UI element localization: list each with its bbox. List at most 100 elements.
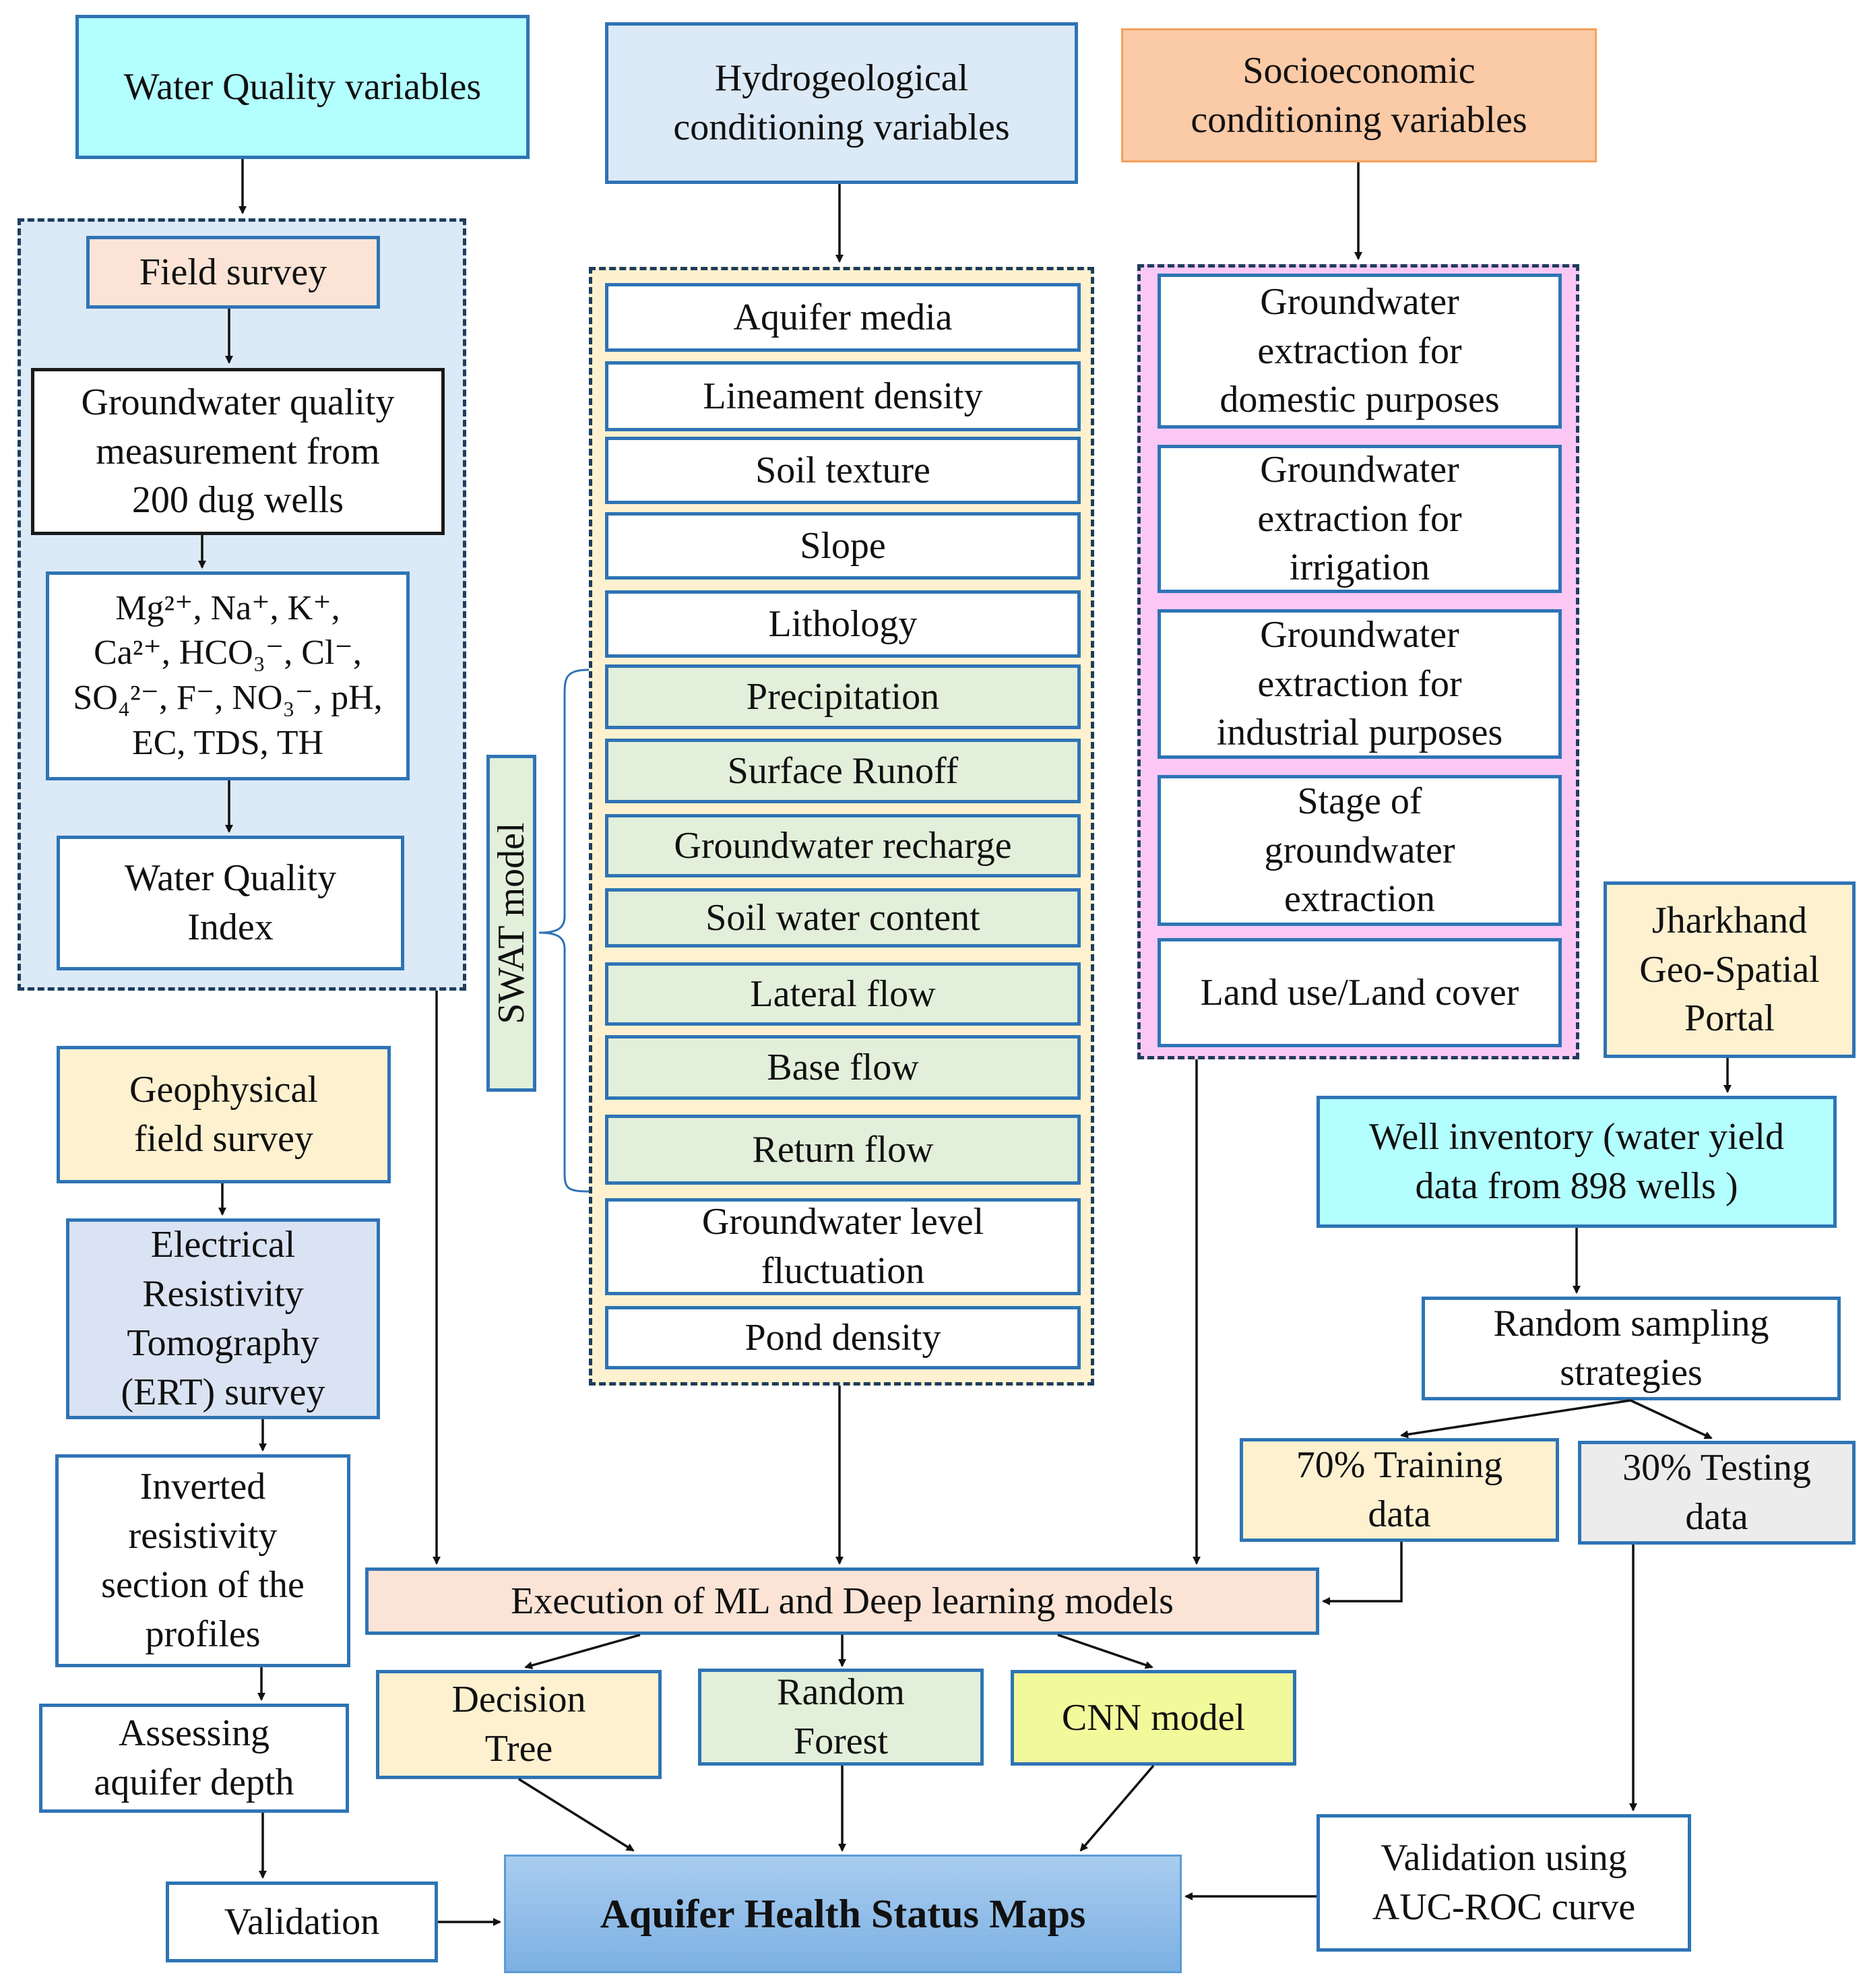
hydro-variable-box: Precipitation (605, 664, 1081, 729)
geophysical-line-2: field survey (134, 1118, 313, 1160)
geophysical-line-1: Geophysical (129, 1069, 318, 1111)
testing-data-box: 30% Testing data (1578, 1441, 1856, 1545)
execution-models-box: Execution of ML and Deep learning models (365, 1567, 1319, 1635)
hydro-variable-box: Lateral flow (605, 962, 1081, 1026)
hydro-variable-label: Lateral flow (750, 972, 936, 1015)
aquifer-depth-line-1: Assessing (118, 1712, 270, 1755)
testing-line-1: 30% Testing (1622, 1447, 1811, 1489)
cnn-text: CNN model (1061, 1696, 1246, 1739)
socio-variable-label: Groundwater (1260, 613, 1459, 656)
measurement-line-1: Groundwater quality (81, 381, 395, 423)
field-survey-box: Field survey (86, 236, 380, 309)
socio-variable-label: industrial purposes (1216, 712, 1503, 754)
socio-variable-box: Land use/Land cover (1158, 938, 1562, 1047)
arrow-cnn-to-maps (1079, 1764, 1155, 1852)
inventory-line-1: Well inventory (water yield (1369, 1116, 1784, 1158)
random-forest-line-2: Forest (794, 1720, 888, 1762)
decision-tree-box: Decision Tree (376, 1670, 662, 1779)
parameters-line-2: Ca²⁺, HCO₃⁻, Cl⁻, (94, 633, 362, 673)
ert-line-1: Electrical (150, 1224, 296, 1266)
wqi-line-2: Index (187, 906, 274, 948)
testing-line-2: data (1685, 1496, 1748, 1538)
hydro-variable-box: Pond density (605, 1306, 1081, 1369)
hydro-variable-label: Base flow (767, 1046, 919, 1088)
hydro-variable-box: Aquifer media (605, 283, 1081, 352)
execution-text: Execution of ML and Deep learning models (511, 1580, 1174, 1622)
validation-box: Validation (166, 1882, 438, 1962)
hydro-variable-label: Lineament density (703, 375, 983, 417)
hydro-variable-label: Aquifer media (733, 296, 953, 338)
hydro-variable-box: Groundwater recharge (605, 814, 1081, 877)
inverted-line-1: Inverted (139, 1466, 266, 1508)
auc-roc-box: Validation using AUC-ROC curve (1317, 1814, 1691, 1952)
inverted-section-box: Inverted resistivity section of the prof… (55, 1454, 350, 1667)
header-water-quality: Water Quality variables (75, 15, 530, 159)
parameters-line-4: EC, TDS, TH (131, 723, 324, 762)
inverted-line-4: profiles (145, 1613, 261, 1655)
socio-variable-label: extraction for (1257, 330, 1462, 372)
measurement-box: Groundwater quality measurement from 200… (31, 368, 445, 535)
header-socio-line-2: conditioning variables (1191, 98, 1527, 141)
socio-variable-box: Groundwater extraction for irrigation (1158, 445, 1562, 593)
random-forest-box: Random Forest (698, 1669, 984, 1766)
hydro-variable-label: Precipitation (746, 675, 940, 718)
hydro-variable-label: Slope (800, 524, 886, 567)
aquifer-depth-box: Assessing aquifer depth (39, 1704, 349, 1813)
socio-variable-label: Groundwater (1260, 448, 1459, 491)
hydro-variable-box: Surface Runoff (605, 739, 1081, 803)
well-inventory-box: Well inventory (water yield data from 89… (1317, 1096, 1837, 1228)
decision-tree-line-1: Decision (451, 1679, 586, 1721)
cnn-model-box: CNN model (1011, 1670, 1296, 1766)
random-sampling-box: Random sampling strategies (1422, 1297, 1841, 1400)
arrow-exec-to-dt (524, 1634, 641, 1670)
swat-brace (538, 669, 590, 1193)
hydro-variable-label: Soil texture (755, 449, 930, 491)
socio-variable-label: Stage of (1297, 780, 1422, 822)
socio-variable-label: groundwater (1264, 829, 1455, 871)
field-survey-text: Field survey (139, 251, 327, 293)
geophysical-survey-box: Geophysical field survey (57, 1046, 391, 1183)
sampling-line-2: strategies (1560, 1352, 1703, 1394)
socio-variable-label: Groundwater (1260, 280, 1459, 323)
aquifer-health-maps-box: Aquifer Health Status Maps (504, 1855, 1182, 1973)
portal-line-2: Geo-Spatial (1639, 948, 1820, 991)
header-socio-line-1: Socioeconomic (1242, 49, 1476, 92)
header-socioeconomic: Socioeconomic conditioning variables (1121, 28, 1597, 162)
inverted-line-3: section of the (101, 1564, 305, 1606)
inverted-line-2: resistivity (128, 1515, 278, 1557)
decision-tree-line-2: Tree (484, 1728, 553, 1770)
arrow-exec-to-cnn (1057, 1634, 1153, 1669)
parameters-line-1: Mg²⁺, Na⁺, K⁺, (115, 588, 340, 627)
arrow-dt-to-maps (518, 1778, 635, 1852)
hydro-variable-box: Base flow (605, 1035, 1081, 1100)
ert-line-3: Tomography (127, 1322, 319, 1364)
hydro-variable-label: Soil water content (705, 896, 980, 939)
hydro-variable-label: Return flow (752, 1128, 934, 1171)
arrow-training-to-execution (1322, 1542, 1403, 1605)
socio-variable-label: extraction for (1257, 497, 1462, 540)
random-forest-line-1: Random (777, 1671, 905, 1714)
header-hydro-line-2: conditioning variables (673, 106, 1010, 148)
hydro-variable-box: Lithology (605, 590, 1081, 658)
portal-line-3: Portal (1684, 997, 1775, 1040)
arrow-sampling-to-training (1400, 1399, 1631, 1439)
socio-variable-label: Land use/Land cover (1200, 971, 1519, 1014)
measurement-line-2: measurement from (96, 430, 380, 472)
hydro-variable-label: Lithology (768, 602, 918, 645)
hydro-variable-box: Soil texture (605, 437, 1081, 504)
auc-line-1: Validation using (1381, 1837, 1627, 1880)
hydro-variable-label: Surface Runoff (727, 749, 959, 792)
parameters-box: Mg²⁺, Na⁺, K⁺, Ca²⁺, HCO₃⁻, Cl⁻, SO₄²⁻, … (46, 571, 410, 780)
socio-variable-label: irrigation (1289, 547, 1430, 589)
ert-line-4: (ERT) survey (121, 1371, 325, 1413)
header-hydro-line-1: Hydrogeological (714, 57, 969, 100)
header-water-quality-text: Water Quality variables (123, 65, 482, 108)
hydro-variable-label: Groundwater recharge (674, 824, 1012, 867)
hydro-variable-box: Return flow (605, 1115, 1081, 1185)
aquifer-health-maps-text: Aquifer Health Status Maps (600, 1892, 1086, 1936)
swat-model-label: SWAT model (486, 755, 536, 1092)
geospatial-portal-box: Jharkhand Geo-Spatial Portal (1604, 881, 1856, 1058)
